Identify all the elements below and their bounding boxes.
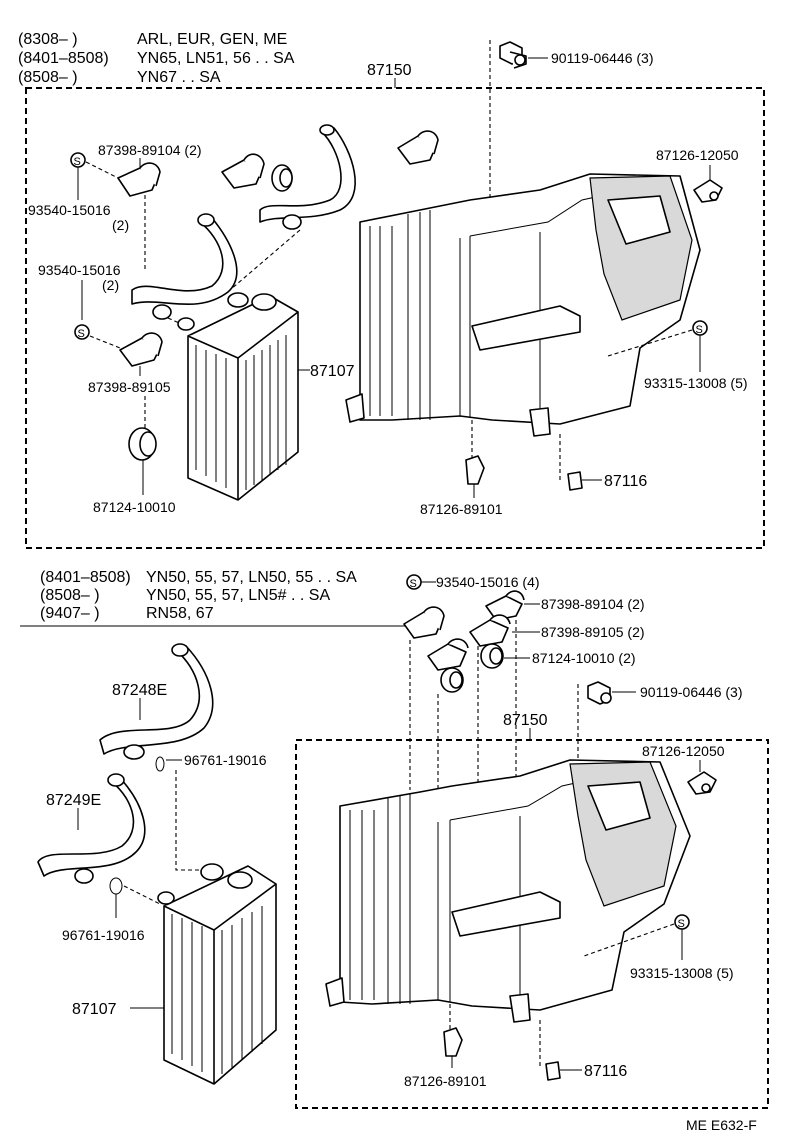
s-mark-icon: S [70, 152, 86, 168]
top-bolt-label: 90119-06446 (3) [551, 50, 653, 66]
bolt-icon [499, 41, 527, 69]
header-bottom-code-3: (9407– ) [40, 605, 100, 622]
o-ring-icon [109, 877, 123, 895]
header-top-code-3: (8508– ) [18, 69, 78, 86]
bolt-icon [587, 681, 612, 705]
header-bottom-text-3: RN58, 67 [146, 605, 214, 622]
hose-icon [37, 773, 146, 884]
grommet-icon [480, 643, 504, 669]
clamp-icon [403, 606, 445, 639]
bottom-damper-label: 87116 [584, 1063, 627, 1080]
svg-text:S: S [78, 328, 85, 340]
s-mark-icon: S [74, 324, 90, 340]
top-screw-label: 93315-13008 (5) [644, 375, 748, 391]
figure-code: ME E632-F [686, 1117, 757, 1133]
screw-dash [607, 329, 693, 357]
top-clamp-upper-label: 87398-89104 (2) [98, 142, 202, 158]
header-bottom-text-1: YN50, 55, 57, LN50, 55 . . SA [146, 569, 357, 586]
bottom-clip-label: 93540-15016 (4) [436, 574, 540, 590]
header-top: (8308– ) ARL, EUR, GEN, ME (8401–8508) Y… [18, 31, 295, 86]
hose-dash-1 [229, 229, 301, 291]
top-core-label: 87107 [310, 363, 355, 380]
bottom-bolt-label: 90119-06446 (3) [640, 684, 742, 700]
oring-upper-dash [175, 770, 208, 871]
top-assembly-label: 87150 [367, 62, 412, 79]
clamp-icon [469, 614, 511, 647]
damper-icon [545, 1061, 561, 1081]
bottom-oring-lower-label: 96761-19016 [62, 927, 145, 943]
bottom-clamp-a-label: 87398-89104 (2) [541, 596, 645, 612]
clip-dash-1 [85, 161, 119, 179]
header-bottom-code-2: (8508– ) [40, 587, 100, 604]
oring-lower-dash [123, 885, 161, 905]
top-clip-lower-label: 93540-15016 [38, 262, 121, 278]
clip-icon [465, 455, 485, 485]
heater-core-icon [157, 863, 277, 1085]
bottom-core-label: 87107 [72, 1001, 117, 1018]
grommet-icon [440, 667, 464, 693]
bottom-assembly-label: 87150 [503, 712, 548, 729]
bottom-hose-upper-label: 87248E [112, 682, 167, 699]
grommet-icon [128, 427, 157, 461]
screw-b-dash [583, 923, 675, 957]
hose-icon [99, 643, 214, 760]
bottom-screw-label: 93315-13008 (5) [630, 965, 734, 981]
clamp-icon [117, 162, 161, 197]
svg-text:S: S [410, 578, 417, 590]
top-clamp-lower-label: 87398-89105 [88, 379, 171, 395]
clamp-icon [693, 179, 723, 203]
clamp-icon [427, 638, 469, 671]
header-top-text-1: ARL, EUR, GEN, ME [137, 31, 287, 48]
header-bottom-code-1: (8401–8508) [40, 569, 131, 586]
heater-unit-icon [345, 173, 701, 437]
clip-icon [443, 1027, 463, 1057]
s-mark-icon: S [692, 320, 708, 336]
top-damper-label: 87116 [604, 473, 647, 490]
svg-text:S: S [696, 324, 703, 336]
top-clip-lower-qty: (2) [102, 277, 119, 293]
top-assembly-frame [25, 87, 765, 549]
clamp-icon [221, 153, 293, 192]
heater-unit-icon [325, 759, 691, 1023]
clamp-icon [397, 130, 439, 165]
o-ring-icon [155, 756, 165, 772]
top-grommet-label: 87124-10010 [93, 499, 176, 515]
top-clip-bottom-label: 87126-89101 [420, 501, 503, 517]
clamp-icon [119, 332, 163, 367]
hose-icon [259, 124, 356, 230]
clamp-icon [485, 590, 525, 621]
header-top-code-2: (8401–8508) [18, 50, 109, 67]
header-bottom: (8401–8508) YN50, 55, 57, LN50, 55 . . S… [40, 569, 357, 622]
bottom-grommet-label: 87124-10010 (2) [532, 650, 636, 666]
bottom-oring-upper-label: 96761-19016 [184, 752, 267, 768]
bottom-assembly-frame [295, 739, 769, 1109]
bottom-hose-lower-label: 87249E [46, 792, 101, 809]
svg-text:S: S [678, 918, 685, 930]
s-mark-icon: S [406, 574, 422, 590]
bottom-clip-bottom-label: 87126-89101 [404, 1073, 487, 1089]
header-bottom-text-2: YN50, 55, 57, LN5# . . SA [146, 587, 330, 604]
header-top-text-2: YN65, LN51, 56 . . SA [137, 50, 295, 67]
header-top-text-3: YN67 . . SA [137, 69, 221, 86]
top-clip-upper-label: 93540-15016 [28, 202, 111, 218]
hose-icon [131, 213, 238, 320]
clip-dash-2 [89, 335, 121, 349]
bottom-clamp-b-label: 87398-89105 (2) [541, 624, 645, 640]
clamp-icon [687, 771, 717, 795]
top-clip-upper-qty: (2) [112, 217, 129, 233]
heater-core-icon [177, 292, 299, 501]
header-top-code-1: (8308– ) [18, 31, 78, 48]
bottom-clamp-right-label: 87126-12050 [642, 743, 725, 759]
damper-icon [567, 471, 583, 491]
s-mark-icon: S [674, 914, 690, 930]
top-clamp-right-label: 87126-12050 [656, 147, 739, 163]
svg-text:S: S [74, 156, 81, 168]
